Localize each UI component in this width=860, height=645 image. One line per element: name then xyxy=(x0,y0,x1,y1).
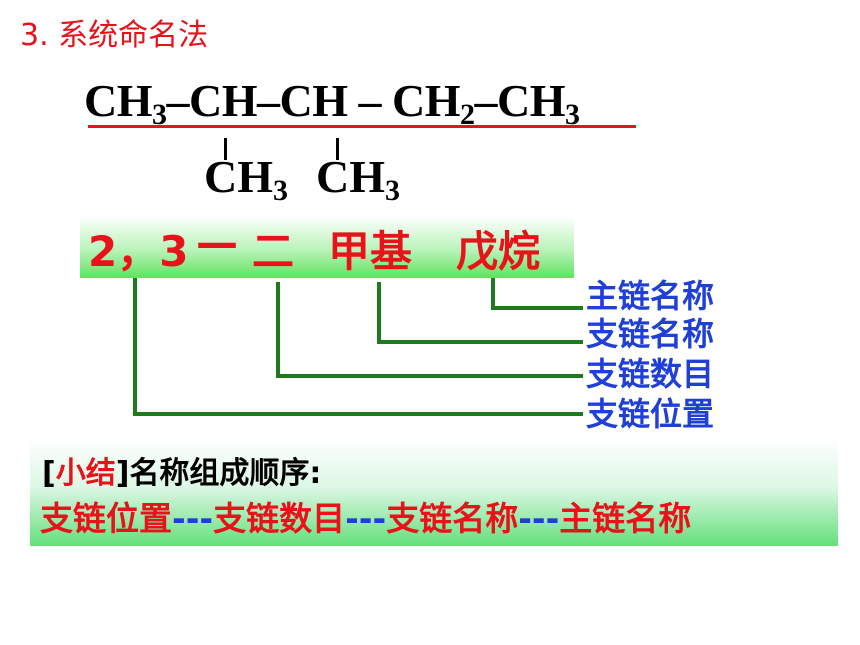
name-count: 二 xyxy=(252,227,295,276)
branch-bond-2 xyxy=(336,138,339,160)
connector-locants-horizontal xyxy=(133,412,583,416)
methyl-branch-2: CH3 xyxy=(316,151,400,207)
main-chain-formula: CH3–CH–CH – CH2–CH3 xyxy=(84,75,580,131)
connector-count-vertical xyxy=(276,282,280,378)
label-branch-count: 支链数目 xyxy=(586,355,715,393)
methyl-branch-1: CH3 xyxy=(204,151,288,207)
connector-locants-vertical xyxy=(133,278,137,416)
label-branch-name: 支链名称 xyxy=(586,315,715,353)
main-chain-underline xyxy=(88,125,636,128)
connector-parent-vertical xyxy=(491,278,495,310)
connector-count-horizontal xyxy=(276,374,583,378)
summary-order: 支链位置---支链数目---支链名称---主链名称 xyxy=(40,499,692,538)
connector-parent-horizontal xyxy=(491,306,583,310)
summary-heading: [小结]名称组成顺序: xyxy=(42,456,322,491)
connector-substituent-horizontal xyxy=(377,340,583,344)
name-dash: — xyxy=(196,218,238,267)
summary-box xyxy=(30,438,838,546)
iupac-name-box xyxy=(80,216,574,278)
connector-substituent-vertical xyxy=(377,282,381,344)
name-locants: 2，3 xyxy=(88,227,189,276)
name-substituent: 甲基 xyxy=(328,227,413,276)
slide-title: 3. 系统命名法 xyxy=(20,18,209,53)
label-branch-position: 支链位置 xyxy=(586,395,715,433)
branch-bond-1 xyxy=(224,138,227,160)
name-parent: 戊烷 xyxy=(456,227,541,276)
label-main-chain-name: 主链名称 xyxy=(586,277,715,315)
